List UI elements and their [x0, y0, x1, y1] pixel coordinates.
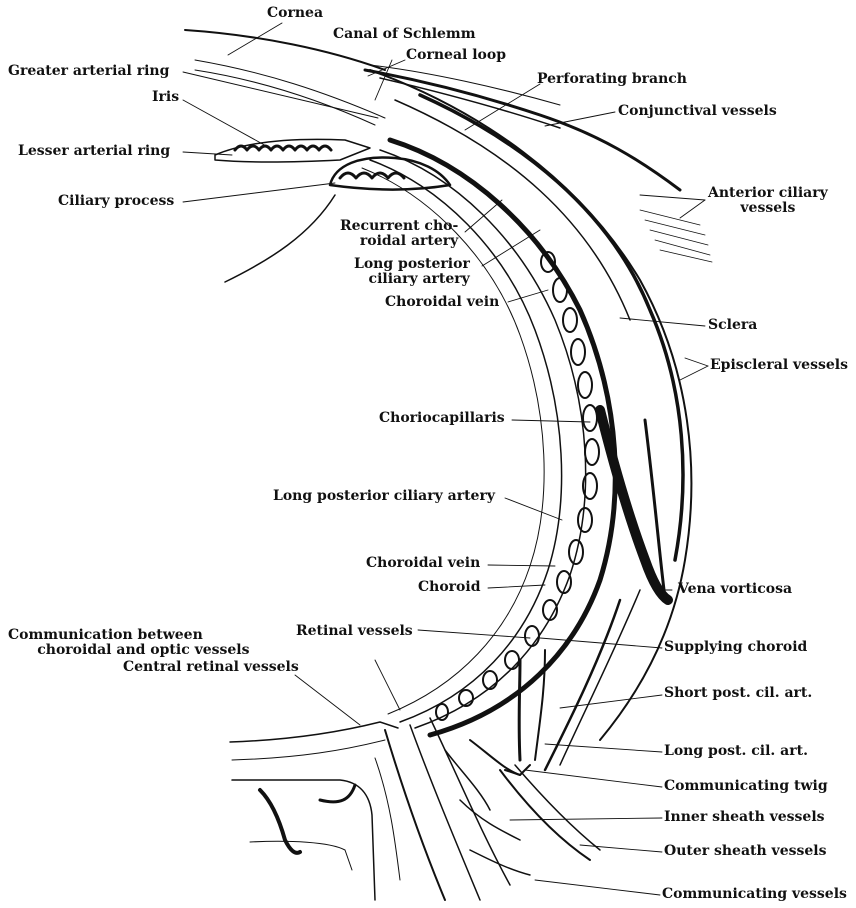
- optic-nerve-sheath-4: [500, 770, 590, 860]
- lesser-arterial-ring-vessels: [235, 146, 331, 150]
- label-supplying-choroid: Supplying choroid: [664, 640, 807, 655]
- label-choroidal-vein-lower: Choroidal vein: [366, 556, 480, 571]
- iris-shape: [215, 139, 370, 162]
- label-perforating-branch: Perforating branch: [537, 72, 687, 87]
- label-retinal-vessels: Retinal vessels: [296, 624, 413, 639]
- short-post-cil-art-vessel: [519, 660, 520, 760]
- optic-nerve-upper: [230, 722, 398, 742]
- label-long-post-cil-art: Long post. cil. art.: [664, 744, 808, 759]
- label-outer-sheath-vessels: Outer sheath vessels: [664, 844, 826, 859]
- label-short-post-cil-art: Short post. cil. art.: [664, 686, 812, 701]
- optic-nerve-sheath-3: [430, 718, 510, 885]
- label-communicating-twig: Communicating twig: [664, 779, 828, 794]
- label-iris: Iris: [152, 90, 179, 105]
- label-communicating-vessels: Communicating vessels: [662, 887, 847, 902]
- label-central-retinal-vessels: Central retinal vessels: [123, 660, 299, 675]
- label-choroid: Choroid: [418, 580, 480, 595]
- label-choroidal-vein-upper: Choroidal vein: [385, 295, 499, 310]
- label-communication-between: Communication between choroidal and opti…: [8, 628, 250, 658]
- label-choriocapillaris: Choriocapillaris: [379, 411, 505, 426]
- label-anterior-ciliary-vessels: Anterior ciliary vessels: [708, 186, 828, 216]
- vena-vorticosa: [600, 410, 668, 600]
- label-long-posterior-ciliary-artery-upper: Long posterior ciliary artery: [354, 257, 470, 287]
- episcleral-vessel-2: [395, 100, 630, 320]
- label-recurrent-choroidal-artery: Recurrent cho- roidal artery: [340, 219, 458, 249]
- label-inner-sheath-vessels: Inner sheath vessels: [664, 810, 825, 825]
- label-cornea: Cornea: [267, 6, 323, 21]
- label-canal-of-schlemm: Canal of Schlemm: [333, 27, 476, 42]
- choroidal-vein-chain: [436, 252, 599, 720]
- label-ciliary-process: Ciliary process: [58, 194, 174, 209]
- optic-nerve-sheath-1: [385, 730, 445, 900]
- label-vena-vorticosa: Vena vorticosa: [678, 582, 792, 597]
- sclera-outer: [370, 70, 691, 740]
- anterior-ciliary-hatching: [640, 210, 712, 262]
- label-conjunctival-vessels: Conjunctival vessels: [618, 104, 777, 119]
- label-long-posterior-ciliary-artery-lower: Long posterior ciliary artery: [273, 489, 495, 504]
- lens-zonule-line: [225, 195, 335, 282]
- cornea-inner: [195, 70, 375, 125]
- label-episcleral-vessels: Episcleral vessels: [710, 358, 848, 373]
- lower-left-structure: [232, 780, 375, 900]
- label-corneal-loop: Corneal loop: [406, 48, 506, 63]
- label-lesser-arterial-ring: Lesser arterial ring: [18, 144, 170, 159]
- label-sclera: Sclera: [708, 318, 757, 333]
- label-greater-arterial-ring: Greater arterial ring: [8, 64, 169, 79]
